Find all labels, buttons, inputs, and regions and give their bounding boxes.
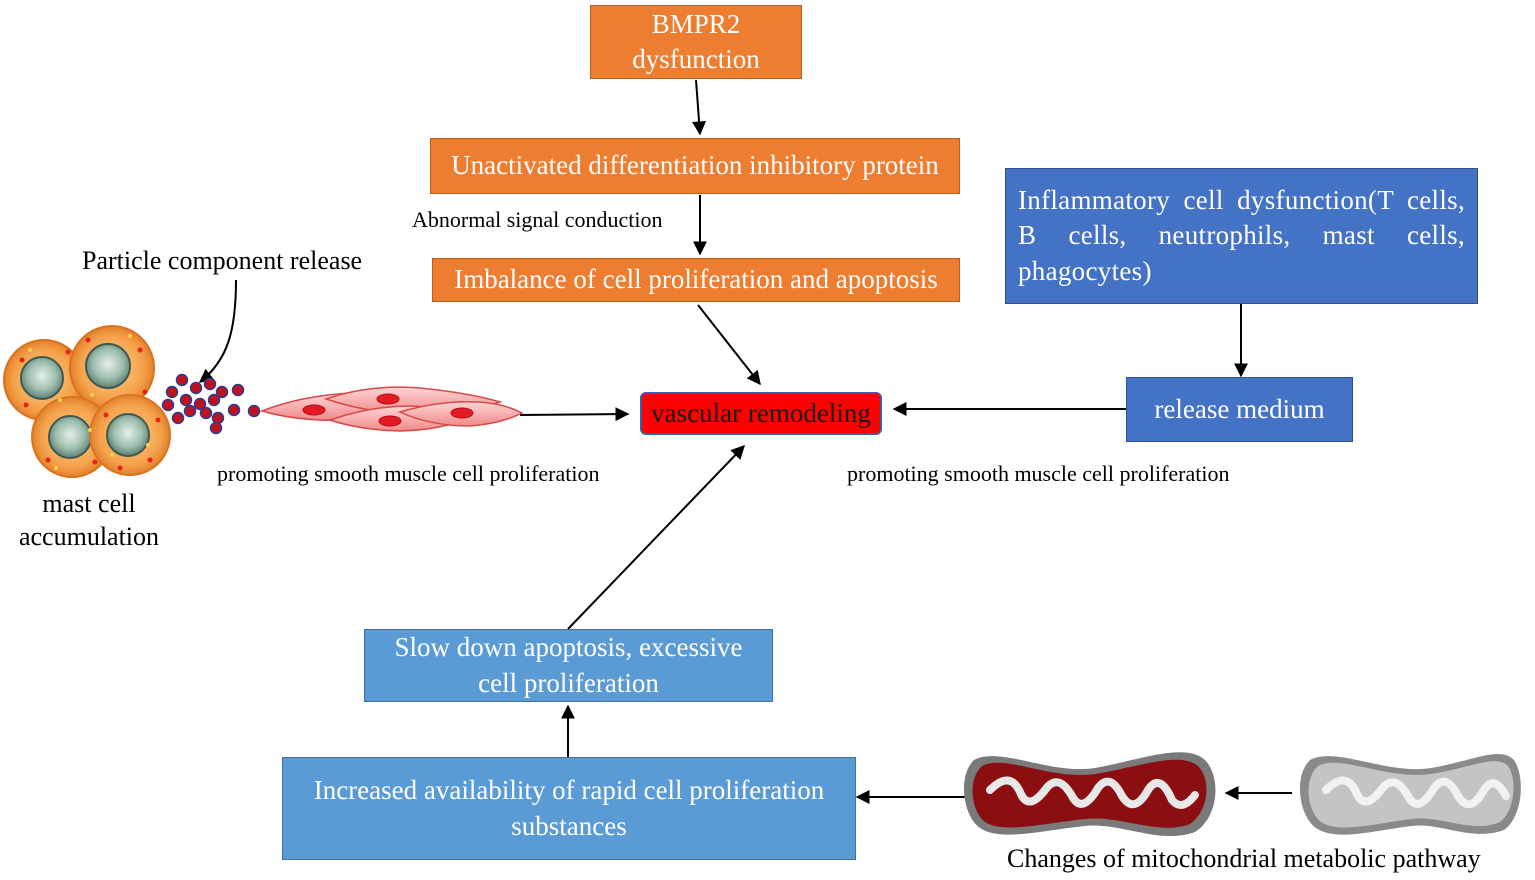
arrow-bmpr2-to-unactivated: [692, 79, 707, 136]
arrows: [198, 79, 1292, 804]
mitochondrion-gray-icon: [1299, 754, 1521, 835]
mitochondrion-red-icon: [963, 752, 1216, 837]
arrow-smc-to-vascular: [519, 407, 630, 422]
mitochondria-label: Changes of mitochondrial metabolic pathw…: [1007, 844, 1481, 873]
slow-down-apoptosis-box: Slow down apoptosis, excessive cell prol…: [364, 629, 773, 702]
promoting-right-label: promoting smooth muscle cell proliferati…: [847, 461, 1230, 486]
arrow-slowdown-to-vascular: [567, 444, 745, 630]
release-medium-box: release medium: [1126, 377, 1353, 442]
arrow-particle-release: [198, 279, 237, 383]
vascular-remodeling-box: vascular remodeling: [640, 392, 882, 435]
arrow-imbalance-to-vascular: [697, 304, 761, 386]
granule-particles-icon: [161, 373, 261, 435]
unactivated-protein-box: Unactivated differentiation inhibitory p…: [430, 138, 960, 194]
particle-release-label: Particle component release: [82, 246, 363, 275]
mast-cell-label: mast cell accumulation: [18, 489, 160, 551]
mast-cell-cluster-icon: [3, 325, 171, 478]
promoting-left-label: promoting smooth muscle cell proliferati…: [217, 461, 600, 486]
abnormal-signal-label: Abnormal signal conduction: [412, 207, 663, 232]
bmpr2-box: BMPR2 dysfunction: [590, 5, 802, 79]
imbalance-box: Imbalance of cell proliferation and apop…: [432, 258, 960, 302]
smooth-muscle-cells-icon: [259, 386, 524, 432]
increased-availability-box: Increased availability of rapid cell pro…: [282, 757, 856, 860]
inflammatory-cell-box: Inflammatory cell dysfunction(T cells, B…: [1005, 168, 1478, 304]
